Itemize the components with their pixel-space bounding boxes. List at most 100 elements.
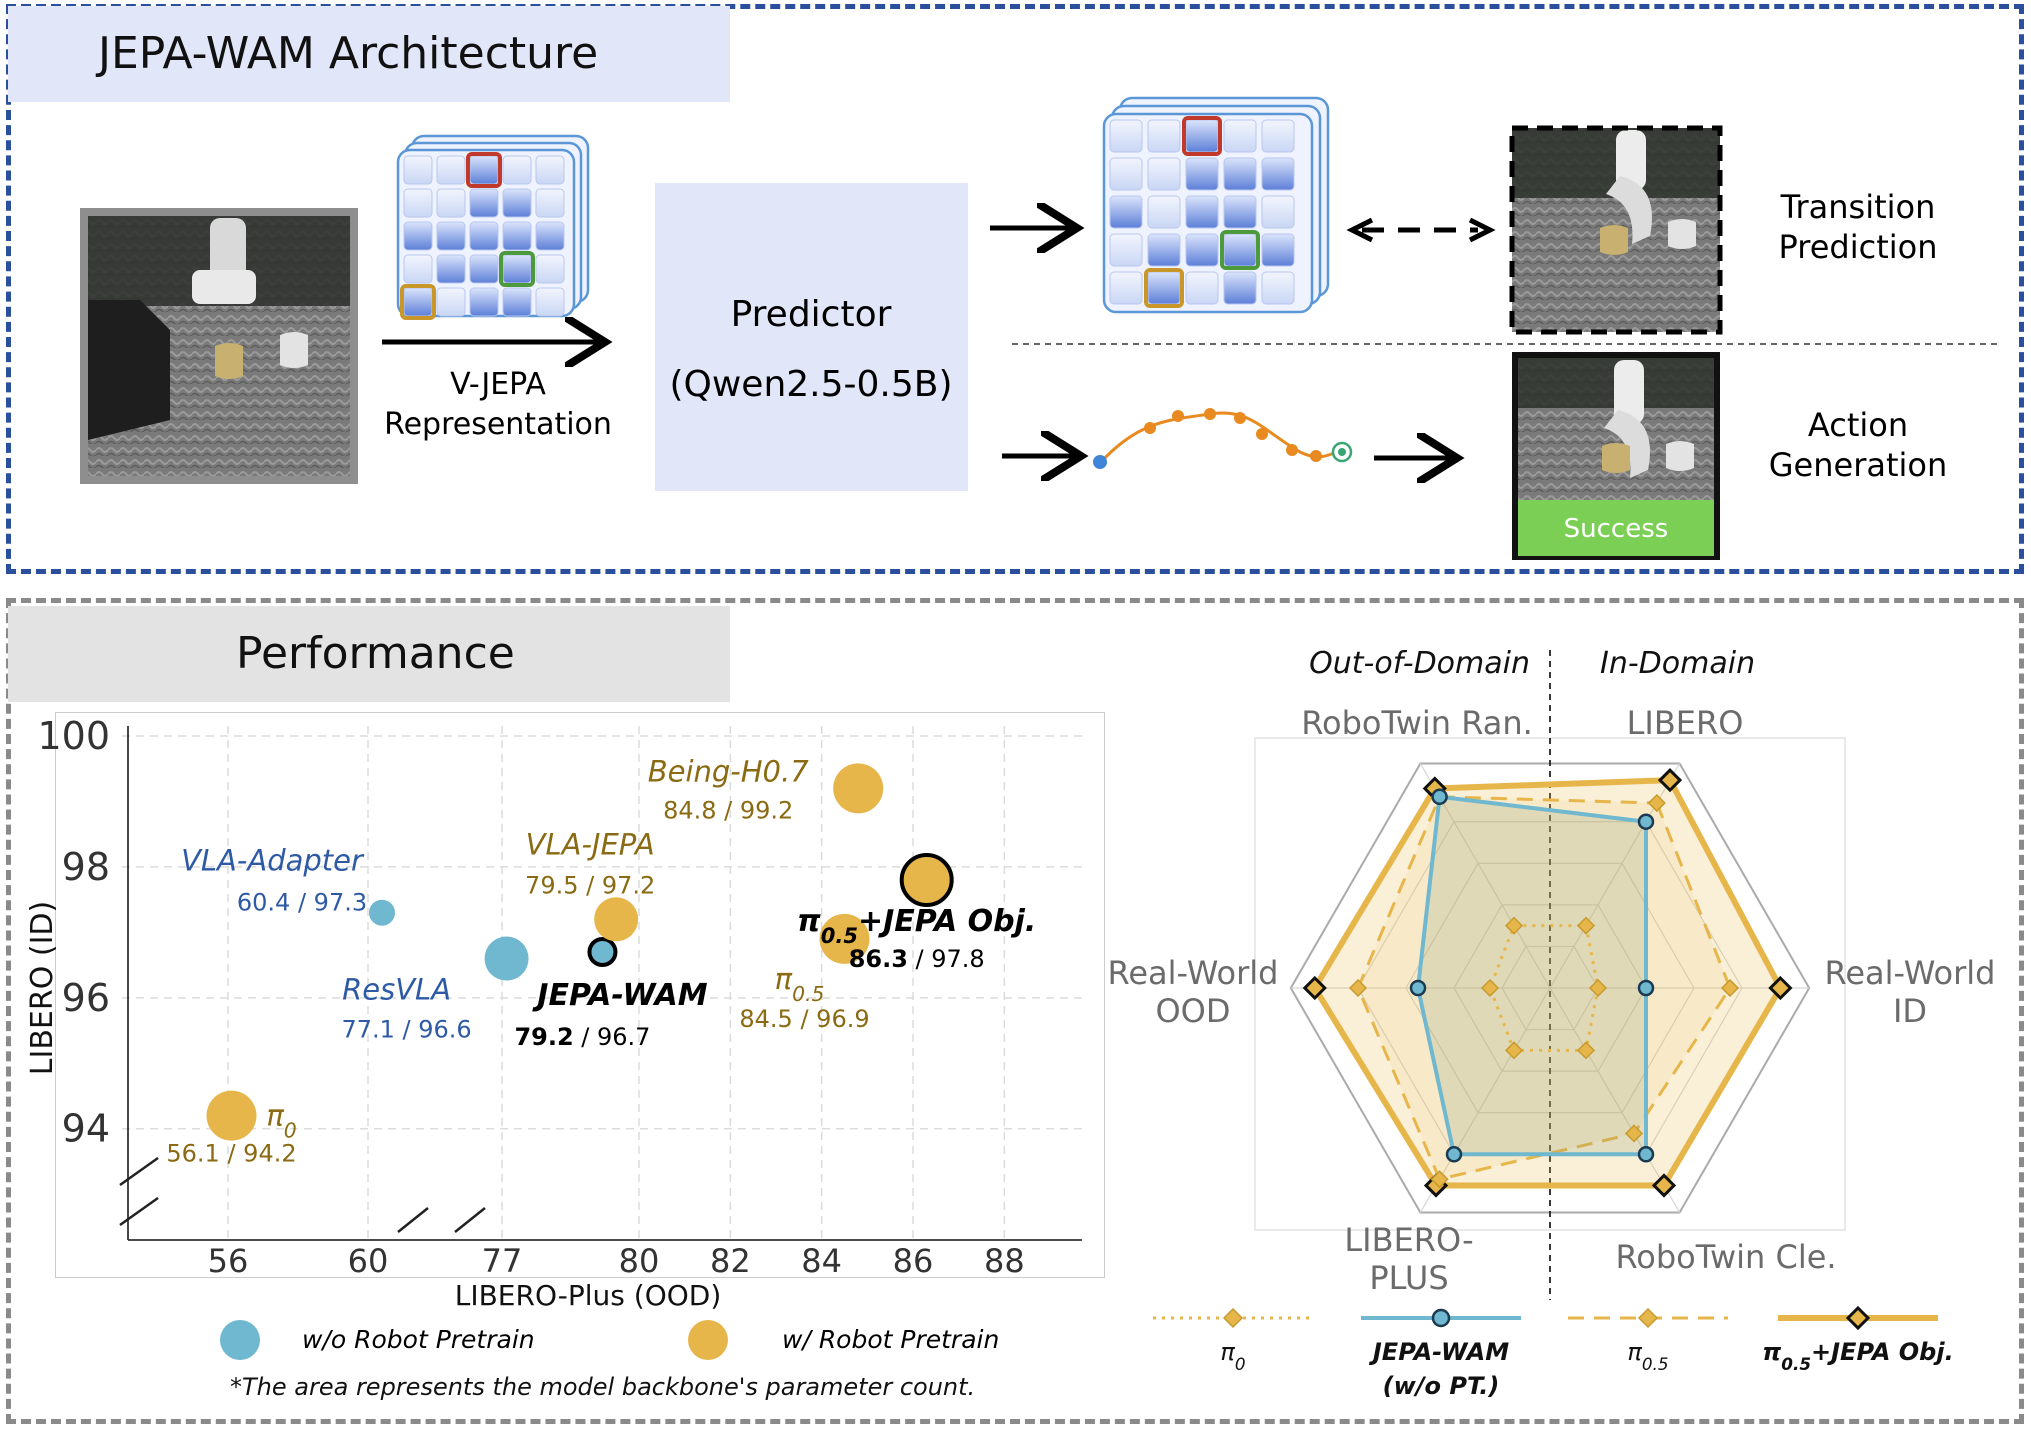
legend-no-pretrain-label: w/o Robot Pretrain bbox=[302, 1325, 535, 1354]
radar-marker bbox=[1637, 813, 1655, 830]
token-cell bbox=[535, 287, 565, 317]
token-cell bbox=[1185, 271, 1219, 305]
radar-marker bbox=[1445, 1146, 1463, 1163]
radar-legend-label: π0.5 bbox=[1627, 1338, 1668, 1374]
radar-marker bbox=[1647, 793, 1666, 813]
token-cell bbox=[502, 287, 532, 317]
in-domain-label: In-Domain bbox=[1600, 646, 1755, 681]
vjepa-label-line2: Representation bbox=[384, 407, 612, 442]
token-highlight bbox=[499, 251, 535, 287]
scatter-plot-frame bbox=[55, 712, 1105, 1278]
radar-marker bbox=[1720, 978, 1740, 998]
radar-legend-label: JEPA-WAM bbox=[1369, 1338, 1509, 1366]
token-cell bbox=[403, 188, 433, 218]
radar-spoke bbox=[1549, 987, 1681, 1213]
radar-axis-label: PLUS bbox=[1369, 1259, 1448, 1297]
token-cell bbox=[1109, 157, 1143, 191]
x-tick-label: 77 bbox=[482, 1242, 523, 1280]
token-cell bbox=[502, 221, 532, 251]
token-cell bbox=[1261, 119, 1295, 153]
radar-marker bbox=[1302, 975, 1327, 1001]
token-cell bbox=[436, 221, 466, 251]
performance-panel bbox=[6, 598, 2024, 1424]
transition-label-line1: Transition bbox=[1780, 188, 1936, 226]
radar-axis-label: Real-World bbox=[1825, 954, 1996, 992]
radar-marker bbox=[1588, 978, 1608, 998]
x-tick-label: 56 bbox=[208, 1242, 249, 1280]
point-value-label: 84.5 / 96.9 bbox=[739, 1005, 869, 1033]
radar-legend-marker bbox=[1637, 1307, 1659, 1329]
radar-axis-label: LIBERO bbox=[1627, 704, 1744, 742]
robot-scene-image bbox=[80, 208, 358, 484]
token-highlight bbox=[1182, 116, 1222, 156]
token-cell bbox=[535, 188, 565, 218]
performance-title: Performance bbox=[8, 606, 730, 702]
y-tick-label: 96 bbox=[62, 976, 110, 1020]
token-cell bbox=[403, 155, 433, 185]
scatter-point bbox=[594, 897, 639, 942]
scatter-point bbox=[819, 913, 870, 964]
radar-marker bbox=[1576, 1041, 1596, 1060]
point-name-label: π0 bbox=[266, 1099, 296, 1143]
token-cell bbox=[1109, 271, 1143, 305]
token-cell bbox=[1223, 195, 1257, 229]
token-cell bbox=[1185, 195, 1219, 229]
axis-break-mark bbox=[454, 1207, 486, 1233]
radar-marker bbox=[1348, 978, 1368, 998]
axis-break-mark bbox=[397, 1207, 429, 1233]
predicted-token-grid bbox=[1102, 96, 1330, 314]
action-trajectory bbox=[1093, 408, 1353, 469]
radar-legend-label: (w/o PT.) bbox=[1383, 1372, 1500, 1400]
token-cell bbox=[1109, 233, 1143, 267]
vjepa-token-grid bbox=[396, 134, 590, 320]
radar-marker bbox=[1651, 1173, 1677, 1198]
radar-axis-label: Real-World bbox=[1108, 954, 1279, 992]
point-name-label: π0.5 bbox=[775, 962, 825, 1006]
y-tick-label: 100 bbox=[37, 714, 110, 758]
point-value-label: 60.4 / 97.3 bbox=[237, 889, 367, 917]
x-tick-label: 60 bbox=[348, 1242, 389, 1280]
radar-legend-marker bbox=[1845, 1305, 1871, 1331]
token-cell bbox=[1223, 157, 1257, 191]
token-cell bbox=[535, 254, 565, 284]
radar-axis-label: ID bbox=[1893, 992, 1927, 1030]
radar-axis-label: LIBERO- bbox=[1344, 1221, 1473, 1259]
token-cell bbox=[535, 155, 565, 185]
action-label-line2: Generation bbox=[1769, 446, 1948, 484]
point-name-label: π0.5+JEPA Obj. bbox=[797, 904, 1036, 948]
radar-series-line bbox=[1416, 794, 1648, 1157]
transition-label-line2: Prediction bbox=[1779, 228, 1938, 266]
token-cell bbox=[1147, 233, 1181, 267]
area-footnote: *The area represents the model backbone'… bbox=[230, 1373, 976, 1401]
y-axis-title: LIBERO (ID) bbox=[25, 901, 60, 1075]
x-tick-label: 84 bbox=[801, 1242, 842, 1280]
token-cell bbox=[502, 155, 532, 185]
token-cell bbox=[436, 188, 466, 218]
architecture-title: JEPA-WAM Architecture bbox=[8, 6, 730, 102]
legend-pretrain-label: w/ Robot Pretrain bbox=[782, 1325, 999, 1354]
point-name-label: JEPA-WAM bbox=[532, 978, 707, 1013]
token-cell bbox=[1261, 271, 1295, 305]
radar-marker bbox=[1576, 916, 1596, 935]
token-cell bbox=[1147, 119, 1181, 153]
radar-axis-label: RoboTwin Ran. bbox=[1301, 704, 1533, 742]
token-highlight bbox=[400, 284, 436, 320]
token-cell bbox=[469, 287, 499, 317]
token-cell bbox=[1261, 195, 1295, 229]
radar-legend-marker bbox=[1222, 1307, 1244, 1329]
token-cell bbox=[469, 188, 499, 218]
token-cell bbox=[469, 254, 499, 284]
scatter-point bbox=[833, 763, 884, 814]
radar-legend-label: π0.5+JEPA Obj. bbox=[1762, 1338, 1953, 1374]
architecture-panel bbox=[6, 4, 2024, 574]
scatter-point bbox=[484, 936, 529, 981]
token-cell bbox=[1185, 233, 1219, 267]
token-cell bbox=[1223, 271, 1257, 305]
x-tick-label: 86 bbox=[893, 1242, 934, 1280]
radar-marker bbox=[1431, 788, 1448, 806]
token-highlight bbox=[1220, 230, 1260, 270]
radar-marker bbox=[1504, 1041, 1524, 1060]
token-cell bbox=[436, 155, 466, 185]
point-value-label: 56.1 / 94.2 bbox=[166, 1140, 296, 1168]
point-value-label: 77.1 / 96.6 bbox=[341, 1016, 471, 1044]
